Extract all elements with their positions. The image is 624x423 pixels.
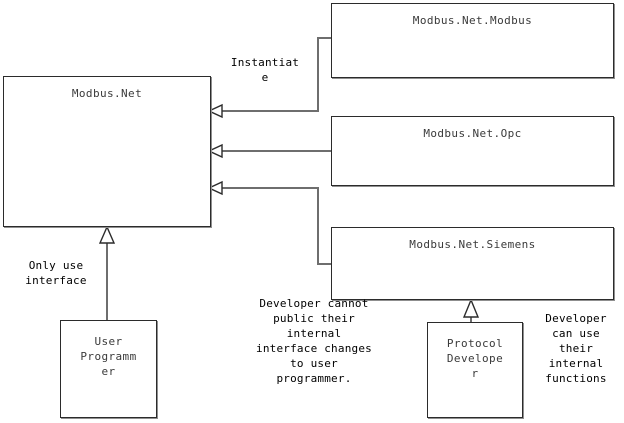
label-developer-can-use: Developer can use their internal functio… <box>545 312 607 385</box>
package-modbus-net-opc-title: Modbus.Net.Opc <box>423 127 522 140</box>
connector-siemens-to-core <box>207 180 331 265</box>
package-modbus-net-siemens[interactable]: Modbus.Net.Siemens <box>331 227 614 300</box>
actor-user-programmer-title: User Programm er <box>80 335 137 378</box>
actor-protocol-developer[interactable]: Protocol Develope r <box>427 322 523 418</box>
label-developer-cannot-public: Developer cannot public their internal i… <box>256 297 372 385</box>
label-instantiate: Instantiat e <box>230 56 300 84</box>
package-modbus-net-opc[interactable]: Modbus.Net.Opc <box>331 116 614 186</box>
actor-user-programmer[interactable]: User Programm er <box>60 320 157 418</box>
connector-protocol-developer-to-siemens <box>462 298 480 322</box>
label-only-use-interface: Only use interface <box>25 259 87 287</box>
package-modbus-net-title: Modbus.Net <box>71 87 143 100</box>
connector-opc-to-core <box>207 143 331 159</box>
package-modbus-net-modbus[interactable]: Modbus.Net.Modbus <box>331 3 614 78</box>
package-modbus-net-modbus-title: Modbus.Net.Modbus <box>412 14 533 27</box>
package-modbus-net-siemens-title: Modbus.Net.Siemens <box>409 238 536 251</box>
package-modbus-net[interactable]: Modbus.Net <box>3 76 211 227</box>
actor-protocol-developer-title: Protocol Develope r <box>446 337 504 380</box>
